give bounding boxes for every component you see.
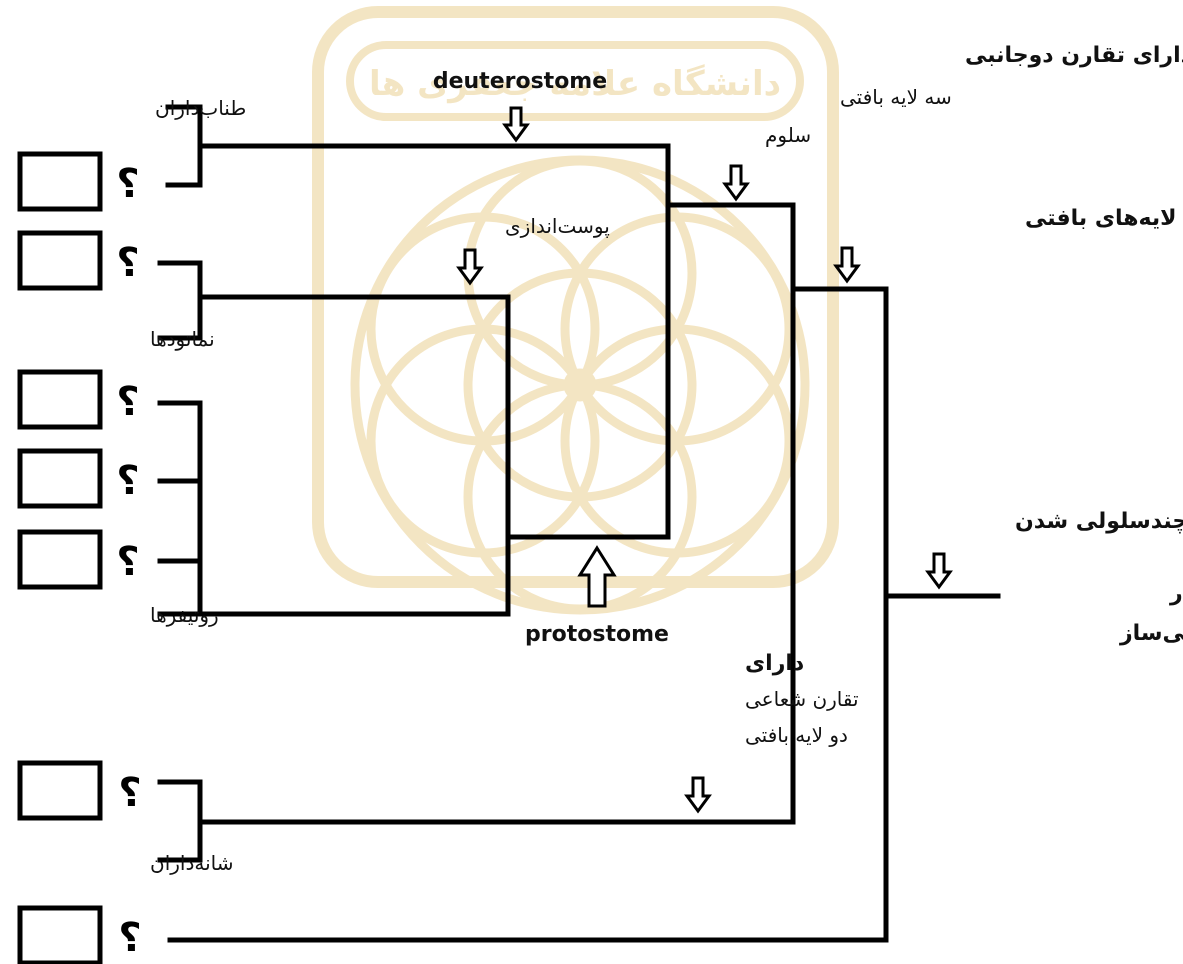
unknown-box-7 xyxy=(17,905,103,964)
label-colonial-flagellate-2: کلنی‌ساز xyxy=(1119,621,1183,646)
unknown-box-5 xyxy=(17,529,103,590)
feature-labels: deuterostome protostome پوست‌اندازی دارا… xyxy=(433,43,1183,747)
question-mark-7: ؟ xyxy=(118,915,141,961)
label-nematodes: نماتودها xyxy=(150,327,215,351)
branch-eumetazoa xyxy=(167,286,889,943)
unknown-box-6 xyxy=(17,760,103,821)
label-radial-2: تقارن شعاعی xyxy=(745,687,859,711)
arrow-down-multicellular xyxy=(925,552,953,590)
label-colonial-flagellate-1: آغازی تاژک‌دار xyxy=(1169,578,1183,606)
label-protostome: protostome xyxy=(525,622,669,647)
question-mark-4: ؟ xyxy=(116,458,139,504)
question-mark-6: ؟ xyxy=(118,770,141,816)
label-bilateral-2: سه لایه بافتی xyxy=(840,85,952,109)
arrow-down-radial xyxy=(684,776,712,814)
watermark-text: دانشگاه علامه جعفری ها xyxy=(369,64,781,104)
question-mark-3: ؟ xyxy=(116,379,139,425)
seed-of-life-logo xyxy=(350,155,810,615)
unknown-boxes xyxy=(17,151,103,964)
label-tissue-layers: دارای لایه‌های بافتی xyxy=(1025,206,1183,231)
label-molting: پوست‌اندازی xyxy=(505,214,610,239)
branch-bilateria xyxy=(665,202,796,825)
tree-lines xyxy=(157,104,1001,943)
unknown-box-3 xyxy=(17,369,103,430)
arrow-down-tissue-layers xyxy=(833,246,861,284)
taxa-labels: طناب‌داران نماتودها روتیفرها شانه‌داران … xyxy=(150,96,1183,875)
unknown-box-1 xyxy=(17,151,103,212)
label-chordates: طناب‌داران xyxy=(155,96,246,120)
question-mark-5: ؟ xyxy=(116,539,139,585)
branch-chordates-group xyxy=(165,104,671,540)
question-marks: ؟ ؟ ؟ ؟ ؟ ؟ ؟ xyxy=(116,161,141,961)
label-radial-3: دو لایه بافتی xyxy=(745,723,848,747)
arrow-down-molting xyxy=(456,248,484,286)
arrow-down-deuterostome xyxy=(502,106,530,143)
watermark-banner xyxy=(346,41,804,121)
arrow-down-bilateral xyxy=(722,164,750,202)
label-bilateral-3: سلوم xyxy=(765,123,811,147)
label-deuterostome: deuterostome xyxy=(433,69,607,94)
label-radial-1: دارای xyxy=(745,651,804,676)
arrow-up-protostome xyxy=(577,545,617,608)
unknown-box-4 xyxy=(17,448,103,509)
branch-rotifers-group xyxy=(157,294,671,617)
label-multicellular: چندسلولی شدن xyxy=(1015,509,1183,534)
branch-nematodes-group xyxy=(157,260,511,341)
watermark: دانشگاه علامه جعفری ها xyxy=(312,6,839,615)
question-mark-1: ؟ xyxy=(116,161,139,207)
arrows xyxy=(456,106,953,814)
label-ctenophores: شانه‌داران xyxy=(150,851,234,875)
label-bilateral-1: دارای تقارن دوجانبی xyxy=(965,43,1183,68)
label-rotifers: روتیفرها xyxy=(150,603,219,627)
unknown-box-2 xyxy=(17,230,103,291)
question-mark-2: ؟ xyxy=(116,240,139,286)
branch-ctenophores-group xyxy=(157,779,796,863)
